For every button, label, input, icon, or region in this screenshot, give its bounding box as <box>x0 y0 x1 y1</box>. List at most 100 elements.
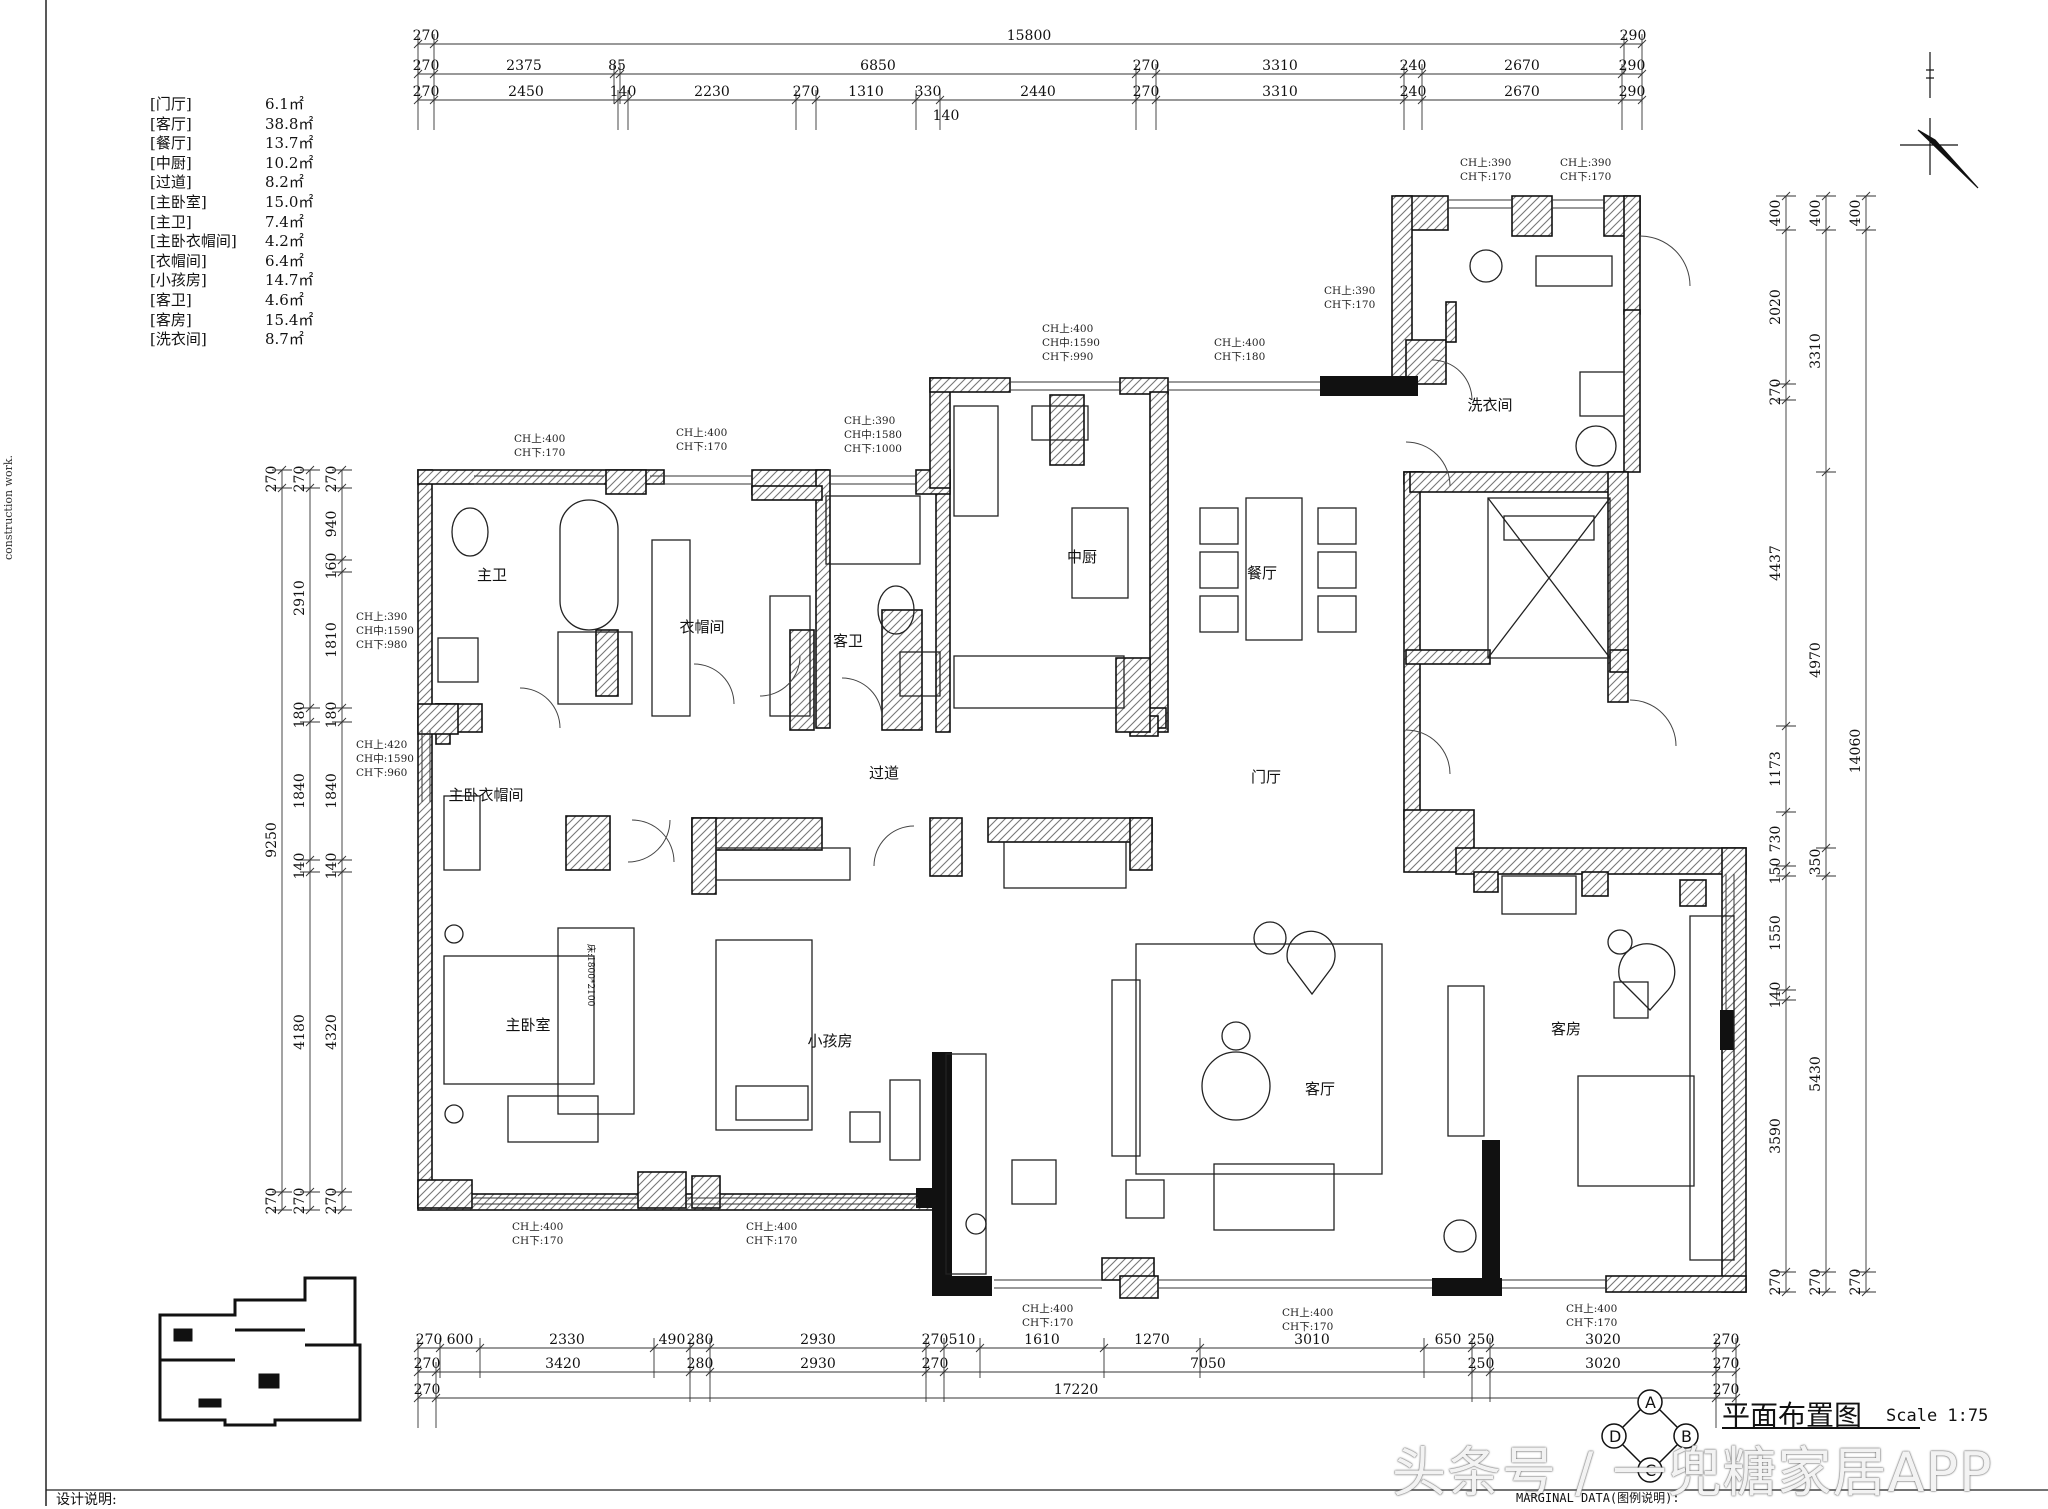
compass-letter-a: A <box>1645 1393 1656 1412</box>
compass-letter-b: B <box>1681 1427 1692 1446</box>
watermark: 头条号 / 一兜糖家居APP <box>1392 1441 1993 1504</box>
dim-top-mid: 3310 <box>1262 58 1298 74</box>
dimension-tick <box>935 95 945 105</box>
window-note: CH中:1580 <box>844 428 902 441</box>
window-note: CH中:1590 <box>1042 336 1100 349</box>
dim-top-detail: 2440 <box>1020 84 1056 100</box>
area-room-name: [门厅] <box>150 95 192 113</box>
dim-bottom-mid: 270 <box>922 1356 949 1372</box>
window-note: CH下:960 <box>356 767 407 779</box>
window-note: CH上:400 <box>1214 337 1265 349</box>
room-label-kitchen: 中厨 <box>1067 548 1097 566</box>
dimension-tick <box>431 1367 441 1377</box>
dimension-tick <box>1711 1367 1721 1377</box>
wall-segment <box>751 485 823 501</box>
room-label-kids-room: 小孩房 <box>807 1032 852 1050</box>
elevator-panel <box>1503 515 1595 541</box>
dimension-tick <box>1485 1367 1495 1377</box>
door-arc <box>841 677 883 719</box>
toilet <box>877 585 915 635</box>
dimension-tick <box>1131 95 1141 105</box>
dim-left-detail: 140 <box>324 853 340 880</box>
dimension-tick <box>1821 467 1831 477</box>
area-value: 10.2㎡ <box>265 153 314 172</box>
basin <box>437 637 479 683</box>
dim-top-detail: 2670 <box>1504 84 1540 100</box>
dim-bottom-detail: 270 <box>922 1332 949 1348</box>
dim-bottom-mid: 2930 <box>800 1356 836 1372</box>
area-value: 38.8㎡ <box>265 114 314 133</box>
dim-right-total: 270 <box>1848 1269 1864 1296</box>
window-lines <box>421 199 1735 1289</box>
dimension-tick <box>1417 95 1427 105</box>
dim-right-detail: 270 <box>1768 379 1784 406</box>
area-room-name: [衣帽间] <box>150 251 207 270</box>
dim-right-total: 400 <box>1848 200 1864 227</box>
area-room-name: [客卫] <box>150 290 192 309</box>
dim-bottom-detail: 600 <box>447 1332 474 1348</box>
dimension-tick <box>1417 69 1427 79</box>
bed <box>443 955 595 1085</box>
dim-right-detail: 4437 <box>1768 545 1784 581</box>
dimension-tick <box>1711 1393 1721 1403</box>
dim-right-detail: 140 <box>1768 982 1784 1009</box>
dim-top-detail: 140 <box>610 84 637 100</box>
dimension-tick <box>939 1343 949 1353</box>
window-note: CH上:400 <box>514 433 565 445</box>
concrete-wall <box>932 1276 992 1296</box>
dimension-tick <box>1821 1287 1831 1297</box>
dimension-tick <box>277 1205 287 1215</box>
area-value: 4.6㎡ <box>265 290 304 309</box>
room-label-master-bedroom: 主卧室 <box>505 1016 550 1034</box>
wardrobe <box>769 595 811 717</box>
piano <box>1003 841 1127 889</box>
marginal-data-label: MARGINAL DATA(图例说明): <box>1516 1491 1680 1505</box>
area-value: 15.0㎡ <box>265 192 314 211</box>
area-value: 14.7㎡ <box>265 271 314 290</box>
window-note: CH中:1590 <box>356 624 414 637</box>
north-arrow-icon <box>1900 52 1979 189</box>
wall-segment <box>1405 649 1491 665</box>
dimension-tick <box>1821 843 1831 853</box>
elevator <box>1487 497 1611 659</box>
drawing-title: 平面布置图 <box>1722 1399 1863 1432</box>
window-note: CH上:420 <box>356 739 407 751</box>
wall-segment <box>1623 309 1641 473</box>
dim-top-mid: 2375 <box>506 58 542 74</box>
wall-segment <box>1679 879 1707 907</box>
dim-bottom-mid: 270 <box>414 1356 441 1372</box>
wall-segment <box>1115 657 1151 733</box>
dimension-tick <box>1781 871 1791 881</box>
dimension-tick <box>413 95 423 105</box>
chair <box>1317 551 1357 589</box>
dining-table <box>1245 497 1303 641</box>
dim-right-mid: 3310 <box>1808 333 1824 369</box>
dimension-tick <box>1731 1393 1741 1403</box>
dim-top-mid: 240 <box>1400 58 1427 74</box>
dimension-tick <box>337 465 347 475</box>
dim-top-mid: 2670 <box>1504 58 1540 74</box>
wardrobe <box>443 795 481 871</box>
dim-left-detail: 940 <box>324 511 340 538</box>
dim-left-detail: 180 <box>324 702 340 729</box>
plant <box>965 1213 987 1235</box>
plant <box>1443 1219 1477 1253</box>
area-row: [主卫]7.4㎡ <box>150 213 325 233</box>
dim-left-total: 270 <box>264 1188 280 1215</box>
chair <box>1317 595 1357 633</box>
wall-segment <box>417 469 433 1209</box>
area-room-name: [客房] <box>150 310 192 329</box>
dim-left-detail: 4320 <box>324 1014 340 1050</box>
rug <box>1135 943 1383 1175</box>
dimension-tick <box>811 95 821 105</box>
dim-top-detail: 240 <box>1400 84 1427 100</box>
wall-segment <box>1129 817 1153 871</box>
dim-left-detail: 160 <box>324 553 340 580</box>
walls <box>417 195 1747 1299</box>
wall-segment <box>935 469 951 733</box>
dim-left-total: 270 <box>264 466 280 493</box>
counter <box>1535 255 1613 287</box>
dimension-tick <box>1151 69 1161 79</box>
dimension-tick <box>1617 95 1627 105</box>
